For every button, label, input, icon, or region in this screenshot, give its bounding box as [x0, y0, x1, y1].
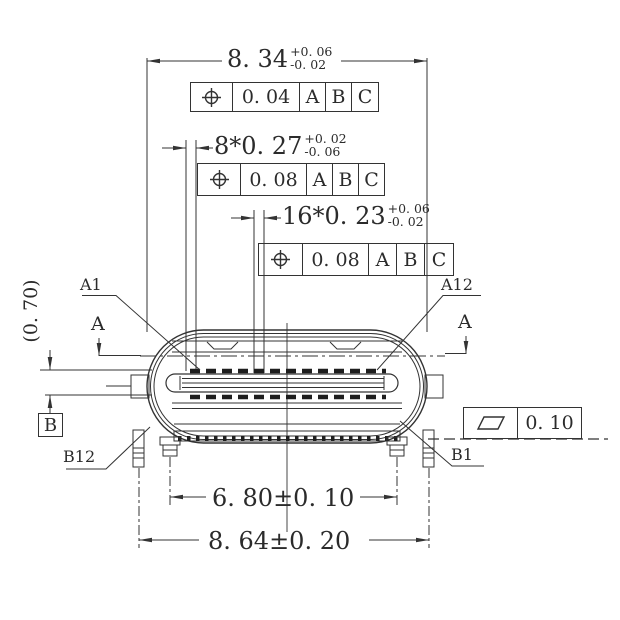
dim-width-total-value: 8. 34 [227, 45, 289, 73]
section-label-right: A [458, 311, 472, 333]
fcf1-tolerance: 0. 04 [233, 83, 300, 111]
fcf3-datum-c: C [431, 248, 447, 271]
fcf2-tolerance: 0. 08 [241, 164, 307, 195]
dim-pin-a-value: 8*0. 27 [214, 132, 303, 160]
dim-pin-b-lines [231, 210, 281, 373]
emi-plate [172, 341, 402, 352]
dim-row-gap: (0. 70) [20, 279, 42, 343]
position-tolerance-icon [198, 164, 241, 195]
fcf-position-3: 0. 08 A B C [258, 243, 454, 276]
fcf1-datum-c: C [357, 86, 373, 108]
fcf1-datum-a: A [300, 83, 326, 111]
fcf-position-1: 0. 04 A B C [190, 82, 379, 112]
label-pin-b12: B12 [63, 447, 96, 466]
solder-tail-band [174, 431, 400, 441]
leader-lines [66, 296, 484, 470]
tongue [166, 374, 398, 392]
inner-bottom-lines [172, 403, 402, 424]
dim-row-gap-lines [40, 350, 152, 413]
side-tabs [106, 375, 443, 398]
fcf3-datum-a: A [369, 244, 397, 275]
board-pegs [160, 437, 407, 456]
dim-width-total: 8. 34 +0. 06 -0. 02 [227, 44, 332, 74]
dim-pin-a-tolerance: +0. 02 -0. 06 [304, 131, 347, 159]
label-pin-a12: A12 [441, 275, 473, 294]
dim-pin-a: 8*0. 27 +0. 02 -0. 06 [214, 131, 347, 161]
fcf3-tolerance: 0. 08 [303, 244, 369, 275]
dim-leg-span: 8. 64±0. 20 [208, 527, 351, 555]
shell-legs [133, 430, 434, 467]
flatness-tolerance: 0. 10 [525, 412, 574, 434]
flatness-icon [464, 408, 518, 438]
fcf2-datum-b: B [333, 164, 359, 195]
fcf1-datum-b: B [326, 83, 352, 111]
label-pin-a1: A1 [80, 275, 102, 294]
fcf2-datum-c: C [364, 168, 379, 191]
dim-pin-b-value: 16*0. 23 [282, 202, 386, 230]
arrowheads [47, 58, 469, 543]
fcf3-datum-b: B [397, 244, 425, 275]
label-pin-b1: B1 [451, 445, 473, 464]
fcf-position-2: 0. 08 A B C [197, 163, 385, 196]
dim-pin-b: 16*0. 23 +0. 06 -0. 02 [282, 201, 430, 231]
datum-b-box: B [38, 413, 63, 437]
position-tolerance-icon [259, 244, 303, 275]
dim-pin-b-tolerance: +0. 06 -0. 02 [387, 201, 430, 229]
dim-peg-span: 6. 80±0. 10 [212, 484, 355, 512]
section-label-left: A [91, 313, 105, 335]
section-cut-lines [99, 336, 466, 356]
position-tolerance-icon [191, 83, 233, 111]
fcf2-datum-a: A [307, 164, 333, 195]
dim-width-total-tolerance: +0. 06 -0. 02 [290, 44, 333, 72]
fcf-flatness: 0. 10 [463, 407, 582, 439]
